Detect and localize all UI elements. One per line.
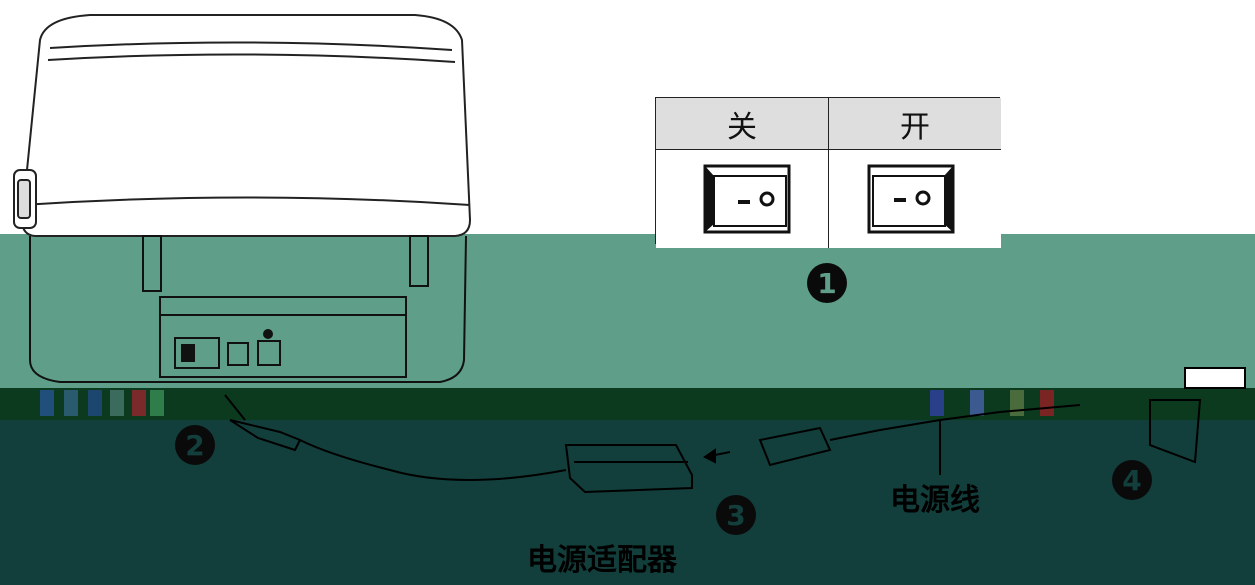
noise-block (132, 390, 146, 416)
noise-block (64, 390, 78, 416)
switch-off-header: 关 (656, 98, 829, 150)
switch-on-cell (829, 150, 1001, 248)
step-3-badge: 3 (716, 495, 756, 535)
noise-block (970, 390, 984, 416)
power-adapter-illustration (224, 394, 693, 494)
printer-lower (29, 235, 467, 383)
rocker-switch-on-icon (867, 164, 955, 234)
rocker-switch-off-icon (703, 164, 791, 234)
noise-block (40, 390, 54, 416)
switch-on-header: 开 (829, 98, 1001, 150)
switch-off-cell (656, 150, 829, 248)
wall-outlet-illustration (1149, 367, 1246, 464)
power-adapter-label: 电源适配器 (527, 543, 677, 578)
noise-block (88, 390, 102, 416)
step-2-badge: 2 (175, 425, 215, 465)
switch-state-table: 关 开 (655, 97, 1001, 248)
step-4-badge: 4 (1112, 460, 1152, 500)
noise-block (1040, 390, 1054, 416)
step-1-badge: 1 (807, 263, 847, 303)
noise-block (930, 390, 944, 416)
noise-block (110, 390, 124, 416)
printer-illustration (13, 14, 472, 237)
power-cord-label: 电源线 (890, 483, 980, 518)
power-cord-illustration (703, 404, 1081, 475)
noise-block (150, 390, 164, 416)
